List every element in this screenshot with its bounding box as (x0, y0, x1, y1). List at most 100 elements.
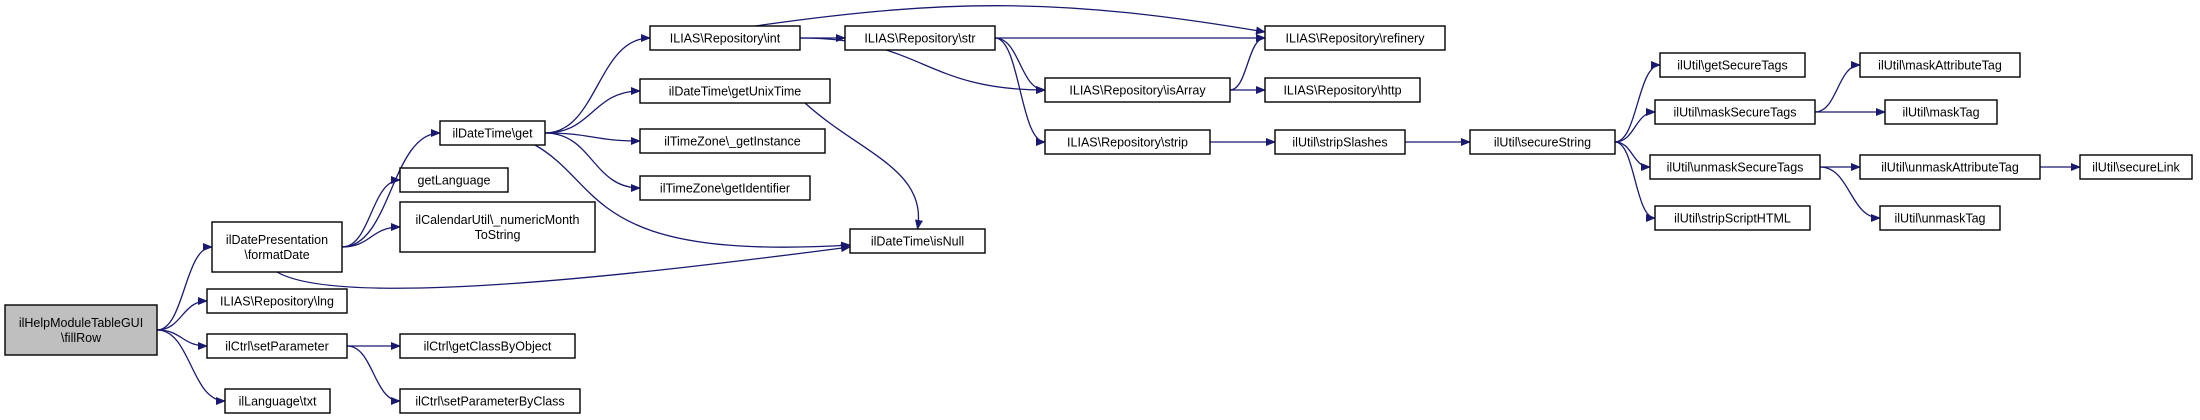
edge-formatDate-to-getLanguage (341, 176, 401, 248)
node-repo-str[interactable]: ILIAS\Repository\str (844, 25, 996, 51)
node-box (844, 25, 996, 51)
node-strip-script-h-t-m-l[interactable]: ilUtil\stripScriptHTML (1654, 205, 1811, 231)
edge-layer (156, 5, 2081, 405)
node-http[interactable]: ILIAS\Repository\http (1264, 77, 1421, 103)
node-get-identifier[interactable]: ilTimeZone\getIdentifier (639, 175, 811, 201)
node-get-class-by-object[interactable]: ilCtrl\getClassByObject (399, 333, 576, 359)
node-label: ilTimeZone\getIdentifier (660, 182, 790, 196)
edge-secureString-to-stripScriptHTML (1614, 141, 1656, 222)
edge-secureString-to-maskSecureTags (1614, 108, 1656, 143)
node-get-secure-tags[interactable]: ilUtil\getSecureTags (1659, 52, 1806, 78)
edge-formatDate-to-dtGet (341, 129, 441, 248)
node-box (1884, 99, 1998, 125)
node-box (849, 228, 986, 254)
node-label: ILIAS\Repository\isArray (1069, 84, 1206, 98)
node-unmask-attribute-tag[interactable]: ilUtil\unmaskAttributeTag (1859, 154, 2041, 180)
node-get-instance[interactable]: ilTimeZone\_getInstance (639, 128, 826, 154)
node-box (1274, 129, 1406, 155)
node-label: ilHelpModuleTableGUI (19, 316, 143, 330)
node-box (399, 167, 509, 193)
node-box (399, 201, 596, 253)
node-box (1859, 52, 2021, 78)
node-box (1879, 205, 2001, 231)
node-box (399, 333, 576, 359)
node-box (1264, 25, 1446, 51)
node-is-null[interactable]: ilDateTime\isNull (849, 228, 986, 254)
node-box (211, 221, 343, 273)
node-label: ILIAS\Repository\strip (1067, 136, 1188, 150)
node-label: ilUtil\unmaskAttributeTag (1881, 161, 2019, 175)
edge-fillRow-to-formatDate (156, 243, 213, 331)
edge-dtGet-to-repoInt (544, 34, 651, 134)
node-unmask-tag[interactable]: ilUtil\unmaskTag (1879, 205, 2001, 231)
node-label: \formatDate (244, 248, 309, 262)
node-label: ILIAS\Repository\str (864, 32, 975, 46)
node-label: ilDateTime\get (452, 127, 533, 141)
edge-isArray-to-refinery (1229, 34, 1266, 91)
node-txt[interactable]: ilLanguage\txt (224, 388, 331, 414)
node-label: ilUtil\stripSlashes (1292, 136, 1387, 150)
node-label: ilDateTime\getUnixTime (669, 85, 801, 99)
node-get-unix-time[interactable]: ilDateTime\getUnixTime (639, 78, 831, 104)
edge-repoStr-to-strip (994, 37, 1046, 146)
node-label: ILIAS\Repository\lng (220, 295, 334, 309)
node-dt-get[interactable]: ilDateTime\get (439, 120, 546, 146)
node-label: ilTimeZone\_getInstance (664, 135, 800, 149)
node-is-array[interactable]: ILIAS\Repository\isArray (1044, 77, 1231, 103)
node-refinery[interactable]: ILIAS\Repository\refinery (1264, 25, 1446, 51)
node-box (1659, 52, 1806, 78)
node-label: ILIAS\Repository\refinery (1286, 32, 1426, 46)
node-secure-link[interactable]: ilUtil\secureLink (2079, 154, 2193, 180)
edge-repoInt-to-isArray (799, 37, 1046, 94)
edge-getUnixTime-to-isNull (804, 102, 923, 230)
edge-dtGet-to-getUnixTime (544, 87, 641, 134)
edge-secureString-to-getSecureTags (1614, 61, 1661, 143)
node-format-date[interactable]: ilDatePresentation\formatDate (211, 221, 343, 273)
node-strip-slashes[interactable]: ilUtil\stripSlashes (1274, 129, 1406, 155)
node-label: \fillRow (61, 331, 102, 345)
edge-dtGet-to-getInstance (544, 132, 641, 145)
node-mask-attribute-tag[interactable]: ilUtil\maskAttributeTag (1859, 52, 2021, 78)
node-label: ilUtil\secureLink (2092, 161, 2180, 175)
node-box (1654, 205, 1811, 231)
node-box (639, 175, 811, 201)
node-label: ilCalendarUtil\_numericMonth (416, 213, 580, 227)
edge-repoStr-to-isArray (994, 37, 1046, 94)
node-unmask-secure-tags[interactable]: ilUtil\unmaskSecureTags (1649, 154, 1821, 180)
node-fill-row[interactable]: ilHelpModuleTableGUI\fillRow (4, 304, 158, 356)
node-box (4, 304, 158, 356)
edge-fillRow-to-setParameter (156, 329, 208, 350)
node-secure-string[interactable]: ilUtil\secureString (1469, 129, 1616, 155)
node-label: ToString (475, 228, 521, 242)
node-repo-int[interactable]: ILIAS\Repository\int (649, 25, 801, 51)
node-label: ilDateTime\isNull (871, 235, 964, 249)
node-label: ilDatePresentation (226, 233, 328, 247)
node-box (1469, 129, 1616, 155)
node-label: ilUtil\unmaskSecureTags (1667, 161, 1804, 175)
node-label: ilCtrl\getClassByObject (424, 340, 552, 354)
node-label: ILIAS\Repository\int (670, 32, 781, 46)
node-set-parameter[interactable]: ilCtrl\setParameter (206, 333, 348, 359)
node-mask-secure-tags[interactable]: ilUtil\maskSecureTags (1654, 99, 1816, 125)
edge-fillRow-to-txt (156, 329, 226, 405)
edge-unmaskSecureTags-to-unmaskTag (1819, 166, 1881, 222)
node-layer: ilHelpModuleTableGUI\fillRow ilDatePresen… (4, 25, 2193, 414)
node-mask-tag[interactable]: ilUtil\maskTag (1884, 99, 1998, 125)
node-label: ILIAS\Repository\http (1283, 84, 1401, 98)
edge-setParameter-to-setParameterByClass (346, 345, 401, 405)
node-box (206, 288, 348, 314)
node-box (639, 78, 831, 104)
node-box (439, 120, 546, 146)
node-label: ilUtil\maskTag (1902, 106, 1979, 120)
node-get-language[interactable]: getLanguage (399, 167, 509, 193)
node-box (1264, 77, 1421, 103)
node-box (224, 388, 331, 414)
node-lng[interactable]: ILIAS\Repository\lng (206, 288, 348, 314)
edge-formatDate-to-numericMonth (341, 223, 401, 248)
node-strip[interactable]: ILIAS\Repository\strip (1044, 129, 1211, 155)
node-box (206, 333, 348, 359)
edge-maskSecureTags-to-maskAttributeTag (1814, 61, 1861, 113)
node-set-parameter-by-class[interactable]: ilCtrl\setParameterByClass (399, 388, 581, 414)
